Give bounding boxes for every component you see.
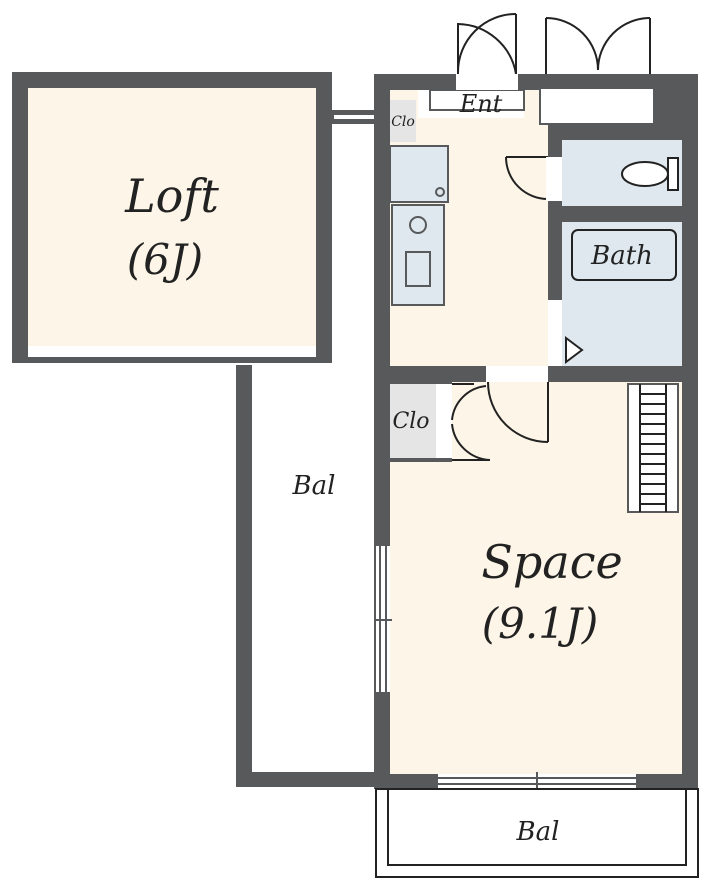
loft-room: Loft (6J) bbox=[12, 72, 332, 363]
loft-size: (6J) bbox=[127, 235, 203, 284]
bath-label: Bath bbox=[590, 241, 653, 271]
loft-floor bbox=[28, 88, 316, 346]
entrance-door bbox=[457, 13, 517, 75]
closet-top-label: Clo bbox=[391, 114, 415, 130]
side-balcony: Bal bbox=[236, 365, 386, 787]
bathtub bbox=[571, 229, 677, 281]
fridge bbox=[389, 145, 449, 203]
bottom-window bbox=[438, 772, 636, 790]
sink-icon bbox=[405, 251, 431, 287]
stove-icon bbox=[409, 216, 427, 234]
ladder-icon bbox=[627, 383, 679, 513]
side-balcony-label: Bal bbox=[292, 471, 336, 501]
space-door bbox=[487, 381, 549, 443]
closet-mid-label: Clo bbox=[392, 409, 429, 434]
space-label: Space bbox=[481, 535, 622, 589]
kitchen-counter bbox=[391, 204, 445, 306]
closet-mid bbox=[390, 384, 436, 458]
space-size: (9.1J) bbox=[482, 599, 598, 648]
bath-drain-icon bbox=[565, 336, 584, 364]
loft-opening bbox=[28, 346, 316, 357]
side-window bbox=[374, 546, 392, 692]
bottom-balcony: Bal bbox=[375, 788, 699, 878]
toilet-icon bbox=[621, 157, 679, 191]
bottom-balcony-label: Bal bbox=[516, 817, 560, 847]
toilet-door bbox=[505, 156, 549, 200]
closet-top bbox=[390, 100, 416, 142]
closet-door bbox=[451, 383, 491, 461]
entrance-label: Ent bbox=[459, 90, 503, 118]
side-balcony-floor bbox=[252, 365, 376, 772]
loft-label: Loft bbox=[124, 169, 219, 223]
storage-doors bbox=[545, 17, 651, 74]
storage-closet bbox=[539, 87, 655, 125]
